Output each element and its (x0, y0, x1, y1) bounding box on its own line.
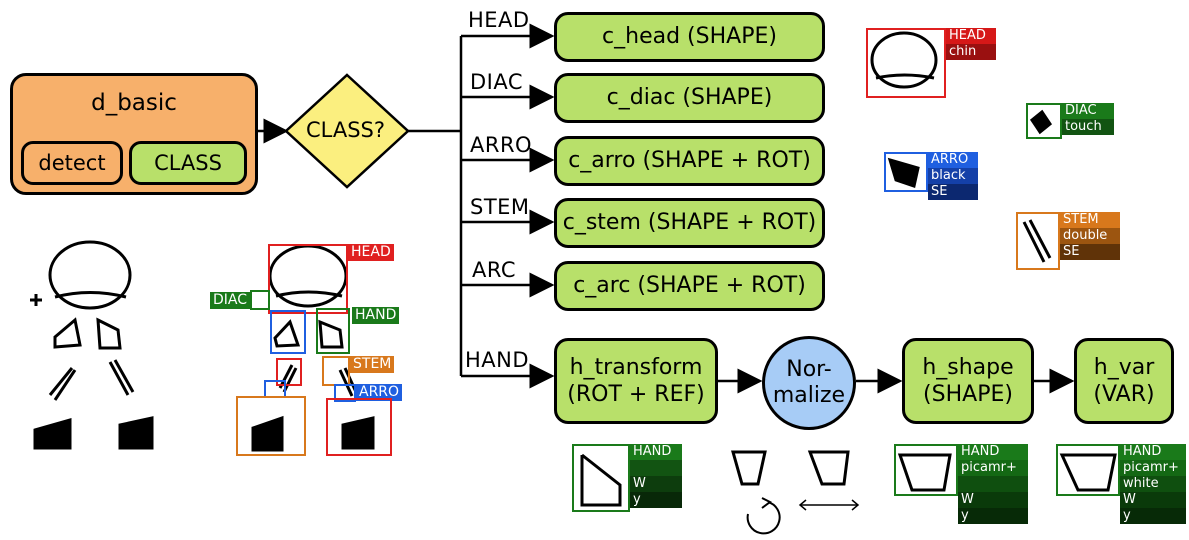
stem-detection-tag: STEM (350, 356, 395, 373)
c-head-node: c_head (SHAPE) (554, 12, 825, 62)
head-sample-label-1: HEAD (946, 28, 996, 44)
hand-sample-2-frame (894, 444, 958, 496)
hand-sample-2-label-5: y (958, 508, 1028, 524)
branch-label-stem: STEM (470, 195, 530, 219)
head-detection-tag: HEAD (348, 244, 394, 261)
class-decision-diamond (284, 73, 410, 189)
head-detection-box (268, 244, 348, 314)
hand-right-detection-box (326, 398, 392, 456)
hand-sample-1-label-2 (630, 460, 682, 476)
stem-sample-label-2: double (1060, 228, 1120, 244)
sign-sketch-raw (30, 240, 154, 450)
diac-sample-label-1: DIAC (1062, 103, 1114, 119)
arro-detection-tag: ARRO (356, 384, 403, 401)
arro-sample-label-2: black (928, 168, 978, 184)
arro-sample-frame (884, 152, 928, 192)
arro-sample-label-1: ARRO (928, 152, 978, 168)
class-step: CLASS (129, 141, 247, 185)
diac-sample-label-2: touch (1062, 119, 1114, 135)
branch-label-arc: ARC (472, 258, 517, 282)
head-sample-label-2: chin (946, 44, 996, 60)
c-diac-node: c_diac (SHAPE) (554, 73, 825, 123)
d-basic-module: d_basic detect CLASS (10, 73, 258, 195)
hand-sample-1-label-4: y (630, 492, 682, 508)
hand-sample-3-label-3: white (1120, 476, 1186, 492)
normalize-node: Nor- malize (762, 336, 856, 430)
h-shape-node: h_shape (SHAPE) (902, 338, 1034, 424)
hand-left-detection-box (236, 396, 306, 456)
diac-detection-box (250, 290, 270, 310)
c-arc-node: c_arc (SHAPE + ROT) (554, 261, 825, 311)
h-transform-node: h_transform (ROT + REF) (554, 338, 718, 424)
arro-sample-label-3: SE (928, 184, 978, 200)
hand2-detection-box (270, 310, 306, 354)
stem-detection-box (322, 356, 350, 386)
hand-sample-1-label-1: HAND (630, 444, 682, 460)
arro-detection-box (334, 384, 356, 402)
stem-sample-label-1: STEM (1060, 212, 1120, 228)
hand-sample-1-label-3: W (630, 476, 682, 492)
branch-label-hand: HAND (465, 348, 530, 372)
branch-label-arro: ARRO (470, 133, 533, 157)
d-basic-title: d_basic (91, 90, 177, 116)
hand-detection-box (316, 308, 350, 354)
rotate-icon (746, 501, 781, 535)
hand-sample-1-frame (572, 444, 630, 512)
class-decision-label: CLASS? (306, 118, 386, 142)
branch-label-diac: DIAC (470, 70, 524, 94)
sample-sketches (580, 31, 1117, 507)
h-var-node: h_var (VAR) (1074, 338, 1174, 424)
branch-label-head: HEAD (468, 8, 530, 32)
hand-sample-3-label-5: y (1120, 508, 1186, 524)
stem-sample-label-3: SE (1060, 244, 1120, 260)
hand-sample-2-label-1: HAND (958, 444, 1028, 460)
hand-sample-2-label-3 (958, 476, 1028, 492)
hand-sample-3-label-4: W (1120, 492, 1186, 508)
sign-sketch-annotated (251, 244, 375, 452)
stem-sample-frame (1016, 212, 1060, 270)
detect-step: detect (21, 141, 123, 185)
head-sample-frame (866, 28, 946, 98)
c-arro-node: c_arro (SHAPE + ROT) (554, 136, 825, 186)
hand-detection-tag: HAND (352, 307, 400, 324)
hand-sample-3-label-1: HAND (1120, 444, 1186, 460)
hand-sample-3-frame (1056, 444, 1120, 496)
arrow-detection-box (276, 358, 302, 386)
c-stem-node: c_stem (SHAPE + ROT) (554, 198, 825, 248)
rotate-arrowhead-icon (761, 497, 772, 509)
diac-sample-frame (1026, 103, 1062, 139)
diac-detection-tag: DIAC (210, 292, 251, 309)
hand-sample-3-label-2: picamr+ (1120, 460, 1186, 476)
hand-sample-2-label-4: W (958, 492, 1028, 508)
reflect-arrowheads-icon (798, 499, 860, 511)
hand-sample-2-label-2: picamr+ (958, 460, 1028, 476)
